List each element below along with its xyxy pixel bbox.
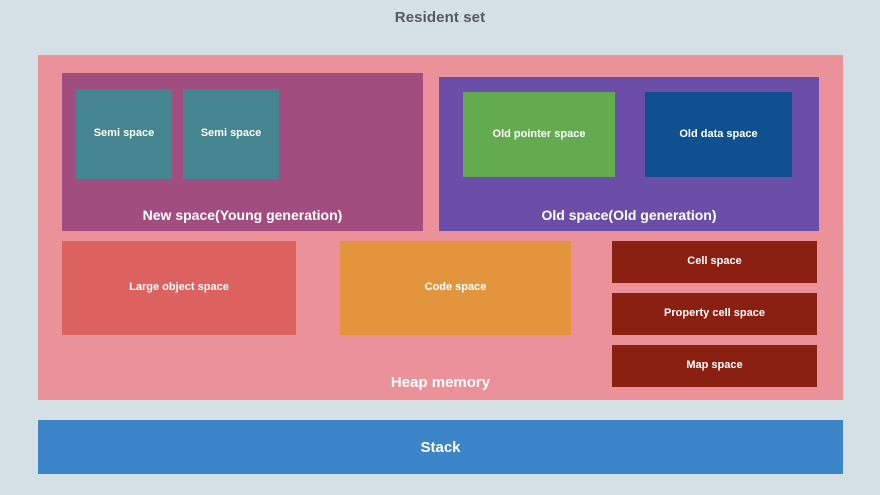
semi-space-box-1: Semi space — [76, 89, 172, 179]
cell-space-box: Cell space — [612, 241, 817, 283]
code-space-box: Code space — [340, 241, 571, 335]
old-data-space-box: Old data space — [645, 92, 792, 177]
property-cell-space-label: Property cell space — [664, 307, 765, 320]
code-space-label: Code space — [424, 281, 487, 294]
page-title: Resident set — [394, 9, 486, 26]
old-space-label: Old space(Old generation) — [541, 207, 717, 223]
map-space-label: Map space — [686, 359, 743, 372]
heap-memory-label: Heap memory — [390, 374, 491, 391]
cell-space-label: Cell space — [687, 255, 742, 268]
new-space-label: New space(Young generation) — [142, 207, 343, 223]
old-pointer-space-label: Old pointer space — [492, 127, 586, 140]
property-cell-space-box: Property cell space — [612, 293, 817, 335]
large-object-space-box: Large object space — [62, 241, 296, 335]
map-space-box: Map space — [612, 345, 817, 387]
semi-space-box-2: Semi space — [183, 89, 279, 179]
semi-space-label-2: Semi space — [200, 127, 262, 140]
stack-label: Stack — [420, 438, 461, 456]
stack-container: Stack — [38, 420, 843, 474]
old-pointer-space-box: Old pointer space — [463, 92, 615, 177]
old-data-space-label: Old data space — [679, 127, 758, 140]
new-space-container: Semi space Semi space New space(Young ge… — [62, 73, 423, 231]
old-space-container: Old pointer space Old data space Old spa… — [439, 77, 819, 231]
semi-space-label-1: Semi space — [93, 127, 155, 140]
heap-memory-container: Semi space Semi space New space(Young ge… — [38, 55, 843, 400]
large-object-space-label: Large object space — [129, 281, 229, 294]
